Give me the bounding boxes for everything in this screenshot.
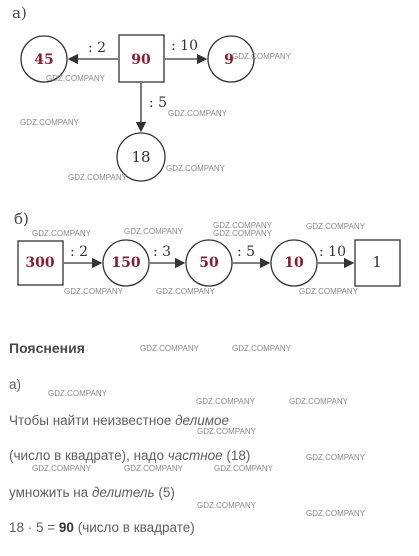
bottom-circle [116,132,166,182]
watermark: GDZ.COMPANY [196,397,256,406]
watermark: GDZ.COMPANY [168,109,228,118]
watermark: GDZ.COMPANY [232,344,292,353]
watermark: GDZ.COMPANY [232,52,292,61]
chain-value-1: 300 [25,255,54,271]
line-2-suffix: (18) [222,448,251,463]
line-4-suffix: (число в квадрате) [73,520,195,535]
term-quotient: частное [167,448,223,463]
end-square [354,239,401,287]
center-value: 90 [131,52,151,68]
watermark: GDZ.COMPANY [140,344,200,353]
left-circle [20,35,68,83]
chain-value-2: 150 [111,255,140,271]
watermark: GDZ.COMPANY [289,397,349,406]
term-dividend: делимое [175,413,230,428]
right-circle [207,35,255,83]
watermark: GDZ.COMPANY [32,464,92,473]
explanation-line-4: 18 · 5 = 90 (число в квадрате) [9,520,195,535]
explanation-line-3: умножить на делитель (5) [9,485,175,500]
start-square [17,240,64,286]
watermark: GDZ.COMPANY [214,464,274,473]
chain-op-2: : 3 [153,244,171,260]
watermark: GDZ.COMPANY [306,222,366,231]
part-a-marker: а) [12,4,27,22]
chain-circle-2 [185,239,233,287]
line-3-suffix: (5) [154,485,175,500]
watermark: GDZ.COMPANY [124,227,184,236]
chain-circle-3 [270,239,318,287]
chain-op-1: : 2 [70,244,88,260]
watermark: GDZ.COMPANY [197,501,257,510]
op-left: : 2 [88,40,106,56]
watermark: GDZ.COMPANY [197,427,257,436]
center-square [118,34,165,83]
watermark: GDZ.COMPANY [213,229,273,238]
op-down: : 5 [149,95,167,111]
watermark: GDZ.COMPANY [68,173,128,182]
line-3-text: умножить на [9,485,92,500]
chain-circle-1 [102,239,150,287]
chain-value-4: 10 [284,255,304,271]
line-2-text: (число в квадрате), надо [9,448,168,463]
term-divisor: делитель [91,485,155,500]
watermark: GDZ.COMPANY [156,287,216,296]
watermark: GDZ.COMPANY [48,389,108,398]
chain-op-3: : 5 [237,244,255,260]
watermark: GDZ.COMPANY [64,287,124,296]
right-value: 9 [224,52,234,68]
chain-value-3: 50 [199,255,219,271]
line-1-text: Чтобы найти неизвестное [9,413,176,428]
watermark: GDZ.COMPANY [32,229,92,238]
text-watermarks: GDZ.COMPANY GDZ.COMPANY GDZ.COMPANY GDZ.… [32,344,366,518]
bottom-value: 18 [131,148,150,166]
watermark: GDZ.COMPANY [306,509,366,518]
answer-value: 90 [58,520,74,535]
chain-op-4: : 10 [319,244,346,260]
explanation-heading: Пояснения [9,340,85,356]
explanation-line-1: Чтобы найти неизвестное делимое [9,413,229,428]
watermark: GDZ.COMPANY [124,464,184,473]
chain-value-5: 1 [372,253,382,271]
watermark: GDZ.COMPANY [20,118,80,127]
op-right: : 10 [171,38,198,54]
watermark: GDZ.COMPANY [299,287,359,296]
watermark: GDZ.COMPANY [306,453,366,462]
diagram-a: а) 45 90 9 18 : 2 : 10 : 5 GDZ.COMPANY G… [12,4,292,182]
part-b-marker: б) [14,210,29,228]
watermark: GDZ.COMPANY [166,164,226,173]
left-value: 45 [34,52,53,68]
explanation-marker: а) [9,377,22,392]
watermark: GDZ.COMPANY [213,221,273,230]
watermark: GDZ.COMPANY [46,74,106,83]
diagram-b: б) 300 150 50 10 1 : 2 : 3 : 5 : 10 GDZ.… [14,210,401,296]
line-4-text: 18 · 5 = [9,520,59,535]
explanation-line-2: (число в квадрате), надо частное (18) [9,448,250,463]
